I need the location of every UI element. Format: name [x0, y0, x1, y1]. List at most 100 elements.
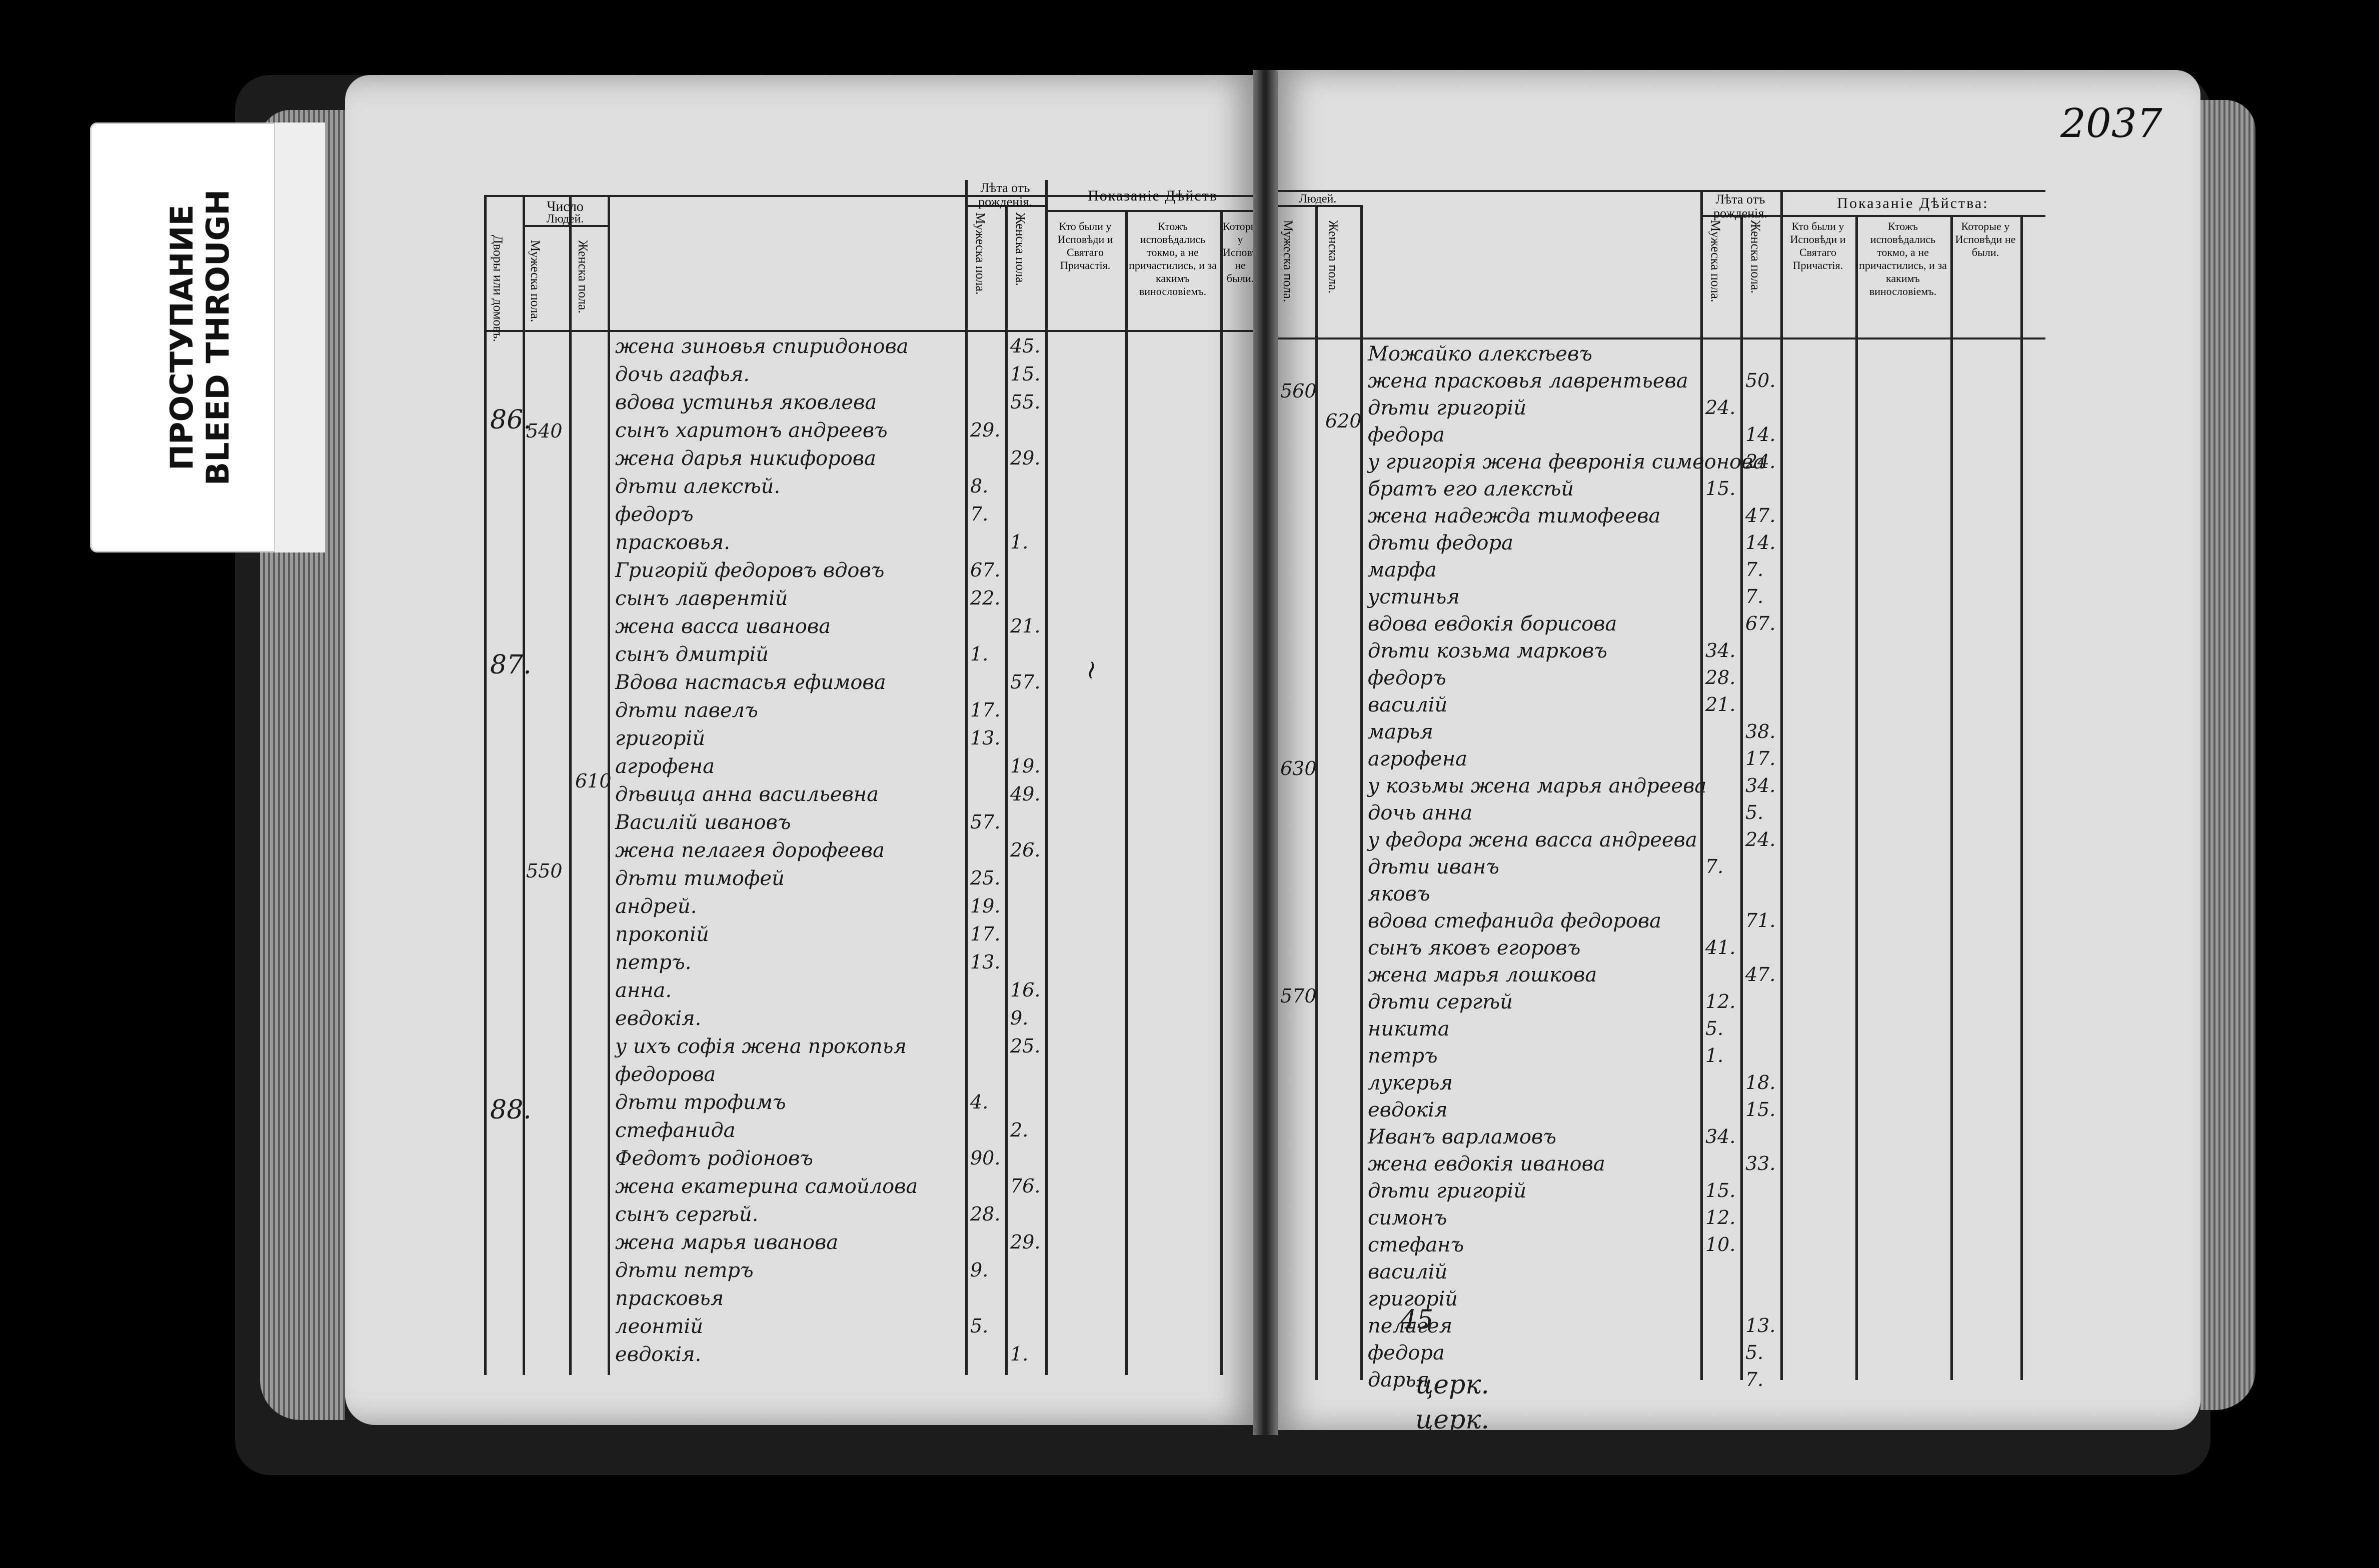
entry-age-female: 17.	[1745, 748, 1776, 770]
header-muzh: Мужеска пола.	[528, 240, 543, 322]
entry-age-female: 45.	[1010, 335, 1041, 357]
entry-name: марфа	[1368, 558, 1437, 582]
entry-age-male: 5.	[970, 1315, 989, 1337]
entry-age-male: 19.	[970, 895, 1001, 917]
entry-age-male: 28.	[970, 1203, 1001, 1225]
entry-age-female: 13.	[1745, 1314, 1776, 1336]
entry-age-male: 1.	[970, 643, 989, 665]
entry-name: дочь агафья.	[615, 363, 750, 386]
rule	[2020, 215, 2023, 1380]
entry-name: григорій	[1368, 1288, 1458, 1310]
entry-name: сынъ харитонъ андреевъ	[615, 419, 888, 442]
rule	[1005, 205, 1008, 1375]
header-pokazanie: Показаніе Дѣйства:	[1837, 195, 1989, 212]
entry-name: анна.	[615, 979, 672, 1002]
count-number: 610	[575, 770, 612, 792]
rule	[1275, 190, 2045, 192]
entry-name: жена марья иванова	[615, 1231, 839, 1254]
entry-name: вдова устинья яковлева	[615, 391, 877, 414]
entry-name: сынъ дмитрій	[615, 643, 769, 666]
entry-name: федоръ	[615, 503, 694, 526]
entry-name: марья	[1368, 720, 1433, 744]
entry-age-female: 24.	[1745, 450, 1776, 472]
right-page: 2037 Людей. Мужеска пола. Женска пола. Л…	[1270, 70, 2200, 1430]
header-leta: Лѣта отъ рожденія.	[1713, 192, 1767, 220]
entry-age-male: 34.	[1705, 1126, 1736, 1148]
count-number: 620	[1325, 410, 1362, 432]
rule	[1220, 210, 1223, 1375]
entry-age-female: 34.	[1745, 774, 1776, 796]
entry-name: Василій ивановъ	[615, 811, 791, 834]
entry-name: федоръ	[1368, 666, 1446, 690]
entry-name: сынъ лаврентій	[615, 587, 788, 610]
entry-age-female: 7.	[1745, 586, 1764, 608]
entry-name: сынъ сергѣй.	[615, 1203, 759, 1226]
entry-age-male: 22.	[970, 587, 1001, 609]
entry-name: лукерья	[1368, 1072, 1453, 1094]
entry-age-female: 25.	[1010, 1035, 1041, 1057]
entry-age-female: 26.	[1010, 839, 1041, 861]
entry-name: Иванъ варламовъ	[1368, 1126, 1556, 1148]
sticker-line-ru: ПРОСТУПАНИЕ	[164, 204, 200, 470]
right-page-edges	[2200, 100, 2255, 1410]
header-dvor: Дворы или домовъ.	[491, 235, 505, 342]
entry-age-female: 15.	[1010, 363, 1041, 385]
header-kto-byli: Кто были у Исповѣди и Святаго Причастія.	[1057, 220, 1113, 272]
entry-name: петръ.	[615, 951, 692, 974]
entry-name: дарья	[1368, 1368, 1430, 1392]
rule	[1275, 338, 2045, 340]
entry-name: дѣти григорій	[1368, 1180, 1527, 1202]
entry-age-male: 67.	[970, 559, 1001, 581]
sticker-line-en: BLEED THROUGH	[200, 189, 236, 486]
header-zhen: Женска пола.	[1326, 220, 1340, 294]
rule	[1360, 205, 1363, 1380]
entry-age-female: 57.	[1010, 671, 1041, 693]
dvor-number: 87.	[490, 650, 532, 680]
count-number: 630	[1280, 758, 1317, 780]
entry-name: дѣти алексѣй.	[615, 475, 781, 498]
count-number: 540	[526, 420, 563, 442]
entry-name: Григорій федоровъ вдовъ	[615, 559, 885, 582]
rule	[1700, 190, 1703, 1380]
entry-age-female: 24.	[1745, 828, 1776, 850]
entry-name: федора	[1368, 424, 1445, 446]
entry-name: леонтій	[615, 1315, 704, 1338]
header-ktozh: Ктожъ исповѣдались токмо, а не причастил…	[1859, 220, 1947, 298]
header-kotorye: Которые у Исповѣди не были.	[1955, 220, 2016, 258]
header-zhen: Женска пола.	[576, 240, 590, 314]
bottom-mark: церк.	[1415, 1405, 1489, 1430]
rule	[965, 205, 1045, 207]
header-lyudey: Людей.	[1299, 192, 1337, 206]
entry-name: федора	[1368, 1342, 1445, 1364]
entry-name: евдокія	[1368, 1098, 1448, 1122]
entry-name: жена екатерина самойлова	[615, 1175, 918, 1198]
entry-name: у григорія жена февронія симеонова	[1368, 450, 1765, 474]
entry-age-male: 90.	[970, 1147, 1001, 1169]
entry-age-male: 15.	[1705, 1180, 1736, 1202]
entry-name: вдова евдокія борисова	[1368, 612, 1617, 636]
entry-age-male: 17.	[970, 699, 1001, 721]
rule	[1950, 215, 1953, 1380]
entry-name: жена зиновья спиридонова	[615, 335, 909, 358]
entry-age-male: 1.	[1705, 1044, 1724, 1066]
rule	[1275, 205, 1360, 207]
header-leta: Лѣта отъ рожденія.	[978, 180, 1032, 209]
entry-age-female: 15.	[1745, 1098, 1776, 1120]
entry-age-male: 12.	[1705, 990, 1736, 1012]
entry-name: жена пелагея дорофеева	[615, 839, 885, 862]
rule	[569, 195, 572, 1375]
header-leta-muzh: Мужеска пола.	[1708, 220, 1723, 302]
sticker-tab	[274, 122, 325, 552]
rule	[484, 195, 1260, 197]
entry-name: андрей.	[615, 895, 697, 918]
entry-age-male: 13.	[970, 951, 1001, 973]
bottom-mark: 45	[1400, 1305, 1434, 1335]
entry-name: евдокія.	[615, 1007, 702, 1030]
entry-age-female: 29.	[1010, 1231, 1041, 1253]
entry-age-male: 41.	[1705, 936, 1736, 958]
header-leta-muzh: Мужеска пола.	[973, 212, 988, 295]
entry-age-female: 47.	[1745, 964, 1776, 986]
rule	[608, 195, 610, 1375]
entry-name: у козьмы жена марья андреева	[1368, 774, 1707, 798]
entry-name: дѣвица анна васильевна	[615, 783, 879, 806]
